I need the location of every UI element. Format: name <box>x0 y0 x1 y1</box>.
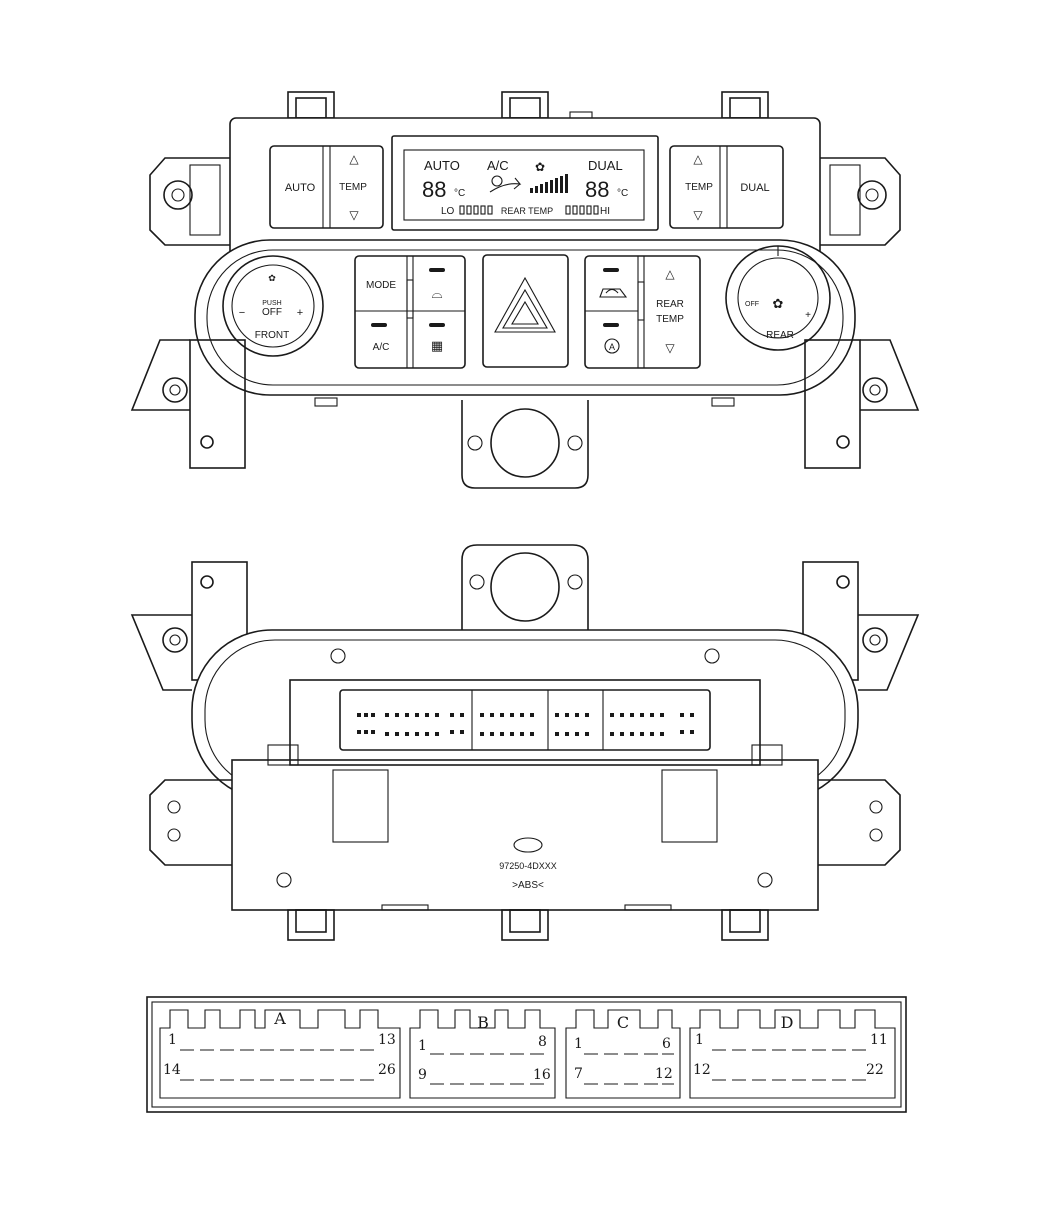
knob-minus: − <box>239 307 245 319</box>
lcd-display <box>391 135 659 231</box>
kia-logo <box>513 837 543 853</box>
connector-block-a: A 1 13 14 26 <box>159 1009 401 1099</box>
right-unit: °C <box>617 188 628 199</box>
block-c-bottom-end: 12 <box>655 1066 673 1082</box>
rear-fan-icon: ✿ <box>773 296 784 311</box>
left-temp-bar <box>459 205 493 215</box>
auto-button[interactable] <box>269 145 384 229</box>
ac-button[interactable]: A/C <box>373 342 390 353</box>
rear-defrost-indicator <box>429 323 445 327</box>
block-d-letter: D <box>781 1013 794 1032</box>
front-fan-icon: ✿ <box>268 273 276 283</box>
block-a-top-start: 1 <box>168 1032 177 1048</box>
rear-temp-up-icon[interactable]: △ <box>665 267 675 281</box>
right-temp-bar <box>565 205 599 215</box>
auto-label: AUTO <box>285 182 316 194</box>
rear-temp-down-icon[interactable]: ▽ <box>665 341 675 355</box>
block-c-top-start: 1 <box>574 1036 583 1052</box>
right-temp-down-icon[interactable]: ▽ <box>693 208 703 222</box>
display-ac: A/C <box>487 158 509 173</box>
defrost-icon[interactable]: ⌓ <box>431 285 442 301</box>
block-d-top-start: 1 <box>695 1032 704 1048</box>
block-a-top-end: 13 <box>378 1032 396 1048</box>
fan-display-icon: ✿ <box>535 160 545 174</box>
block-a-bottom-start: 14 <box>163 1062 181 1078</box>
knob-plus: + <box>297 307 303 319</box>
block-d-bottom-end: 22 <box>866 1062 884 1078</box>
connector-block-c: C 1 6 7 12 <box>565 1009 681 1099</box>
defrost-indicator <box>429 268 445 272</box>
display-hi: HI <box>600 206 610 217</box>
block-c-top-end: 6 <box>662 1036 671 1052</box>
block-d-top-end: 11 <box>870 1032 888 1048</box>
hazard-icon <box>494 276 556 333</box>
dual-label: DUAL <box>740 182 769 194</box>
block-b-top-start: 1 <box>418 1038 427 1054</box>
left-temp-up-icon[interactable]: △ <box>349 152 359 166</box>
rear-defrost-icon[interactable]: ▦ <box>431 338 443 353</box>
part-number: 97250-4DXXX <box>499 861 557 871</box>
block-a-bottom-end: 26 <box>378 1062 396 1078</box>
back-panel: 97250-4DXXX >ABS< <box>130 544 920 941</box>
left-temp-label: TEMP <box>339 182 367 193</box>
connector-pins-top <box>357 713 694 717</box>
display-lo: LO <box>441 206 455 217</box>
block-b-bottom-start: 9 <box>418 1067 427 1083</box>
right-digits: 88 <box>585 177 609 202</box>
mode-button[interactable]: MODE <box>366 280 396 291</box>
recirc-indicator <box>603 268 619 272</box>
rear-temp-label-bottom: TEMP <box>656 314 684 325</box>
front-panel: AUTO △ TEMP ▽ AUTO A/C DUAL ✿ 88 °C 88 °… <box>130 91 920 489</box>
knob-push: PUSH <box>262 300 281 307</box>
material-mark: >ABS< <box>512 880 544 891</box>
display-dual: DUAL <box>588 158 623 173</box>
recirc-icon[interactable] <box>599 288 628 298</box>
display-auto: AUTO <box>424 158 460 173</box>
connector-block-b: B 1 8 9 16 <box>409 1009 556 1099</box>
block-c-letter: C <box>617 1013 629 1032</box>
display-rear-temp: REAR TEMP <box>501 206 553 216</box>
left-temp-down-icon[interactable]: ▽ <box>349 208 359 222</box>
connector-pins-bottom <box>357 730 694 736</box>
right-temp-label: TEMP <box>685 182 713 193</box>
fan-speed-bars <box>530 174 568 193</box>
front-fan-knob[interactable] <box>222 255 324 357</box>
block-b-letter: B <box>477 1013 489 1032</box>
block-a-letter: A <box>273 1009 286 1028</box>
right-temp-up-icon[interactable]: △ <box>693 152 703 166</box>
block-b-bottom-end: 16 <box>533 1067 551 1083</box>
airflow-mode-icon <box>489 175 522 193</box>
front-knob-label: FRONT <box>255 330 289 341</box>
svg-text:A: A <box>609 342 615 352</box>
back-connector <box>339 689 711 751</box>
rear-temp-label-top: REAR <box>656 299 684 310</box>
left-digits: 88 <box>422 177 446 202</box>
auto-defog-indicator <box>603 323 619 327</box>
block-c-bottom-start: 7 <box>574 1066 583 1082</box>
rear-knob-off: OFF <box>745 301 759 308</box>
block-d-bottom-start: 12 <box>693 1062 711 1078</box>
rear-knob-plus: + <box>805 310 811 321</box>
connector-pinout: A 1 13 14 26 B 1 8 9 16 C 1 6 7 12 <box>146 996 907 1113</box>
ac-indicator <box>371 323 387 327</box>
block-b-top-end: 8 <box>538 1034 547 1050</box>
auto-defog-icon[interactable]: A <box>604 338 620 354</box>
hazard-button[interactable] <box>482 254 569 368</box>
knob-off: OFF <box>262 307 282 318</box>
connector-block-d: D 1 11 12 22 <box>689 1009 896 1099</box>
rear-knob-label: REAR <box>766 330 794 341</box>
left-unit: °C <box>454 188 465 199</box>
